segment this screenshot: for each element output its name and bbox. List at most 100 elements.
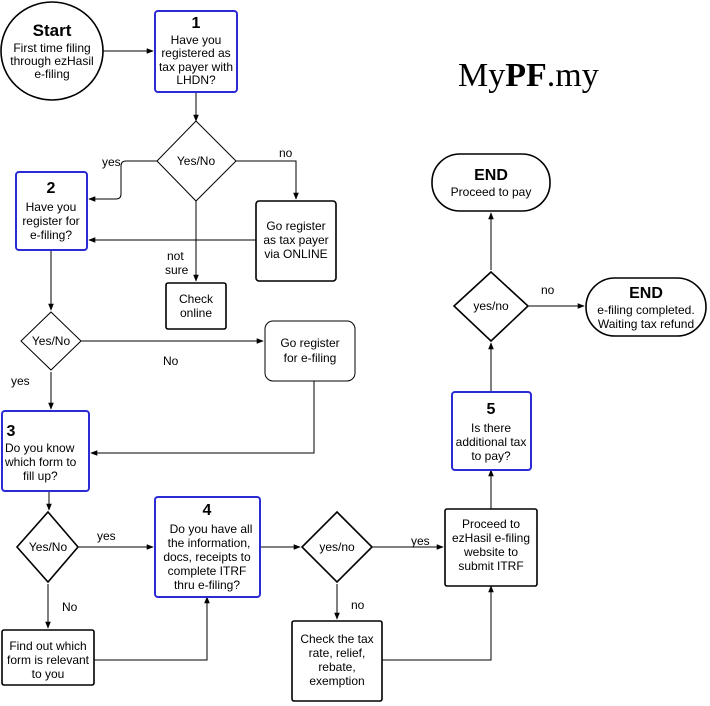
start-circle [0, 1, 104, 101]
label-d4-no: no [351, 598, 365, 612]
step3-line-2: which form to [4, 455, 77, 469]
find-form-line-1: Find out which [9, 639, 86, 653]
register-taxpayer-line-3: via ONLINE [264, 247, 327, 261]
find-form-line-2: form is relevant [7, 653, 90, 667]
decision-5-label: yes/no [473, 299, 509, 313]
check-tax-line-1: Check the tax [300, 632, 373, 646]
step2-box: 2 Have you register for e-filing? [15, 171, 88, 251]
decision-5-diamond [452, 270, 530, 343]
register-efiling-box: Go register for e-filing [264, 320, 356, 382]
step1-line-2: registered as [161, 46, 230, 60]
label-d2-yes: yes [11, 374, 30, 388]
end-done-node: END e-filing completed. Waiting tax refu… [585, 277, 707, 337]
step1-rect [154, 10, 238, 93]
check-online-line-2: online [180, 306, 212, 320]
step5-box: 5 Is there additional tax to pay? [451, 391, 532, 471]
decision-2: Yes/No [20, 311, 82, 371]
register-taxpayer-line-1: Go register [266, 219, 325, 233]
step1-line-3: tax payer with [159, 60, 233, 74]
start-line-3: e-filing [34, 67, 69, 81]
check-online-rect [165, 282, 227, 330]
decision-1: Yes/No [156, 120, 237, 202]
end-pay-node: END Proceed to pay [431, 153, 551, 212]
register-efiling-rect [264, 320, 356, 382]
end-pay-title: END [474, 167, 508, 184]
edge-findform-to-step4 [94, 596, 210, 661]
step1-number: 1 [192, 15, 201, 32]
step4-line-4: complete ITRF [168, 564, 247, 578]
end-done-line-1: e-filing completed. [597, 303, 694, 317]
start-node: Start First time filing through ezHasil … [0, 1, 104, 101]
end-pay-line-1: Proceed to pay [451, 185, 532, 199]
decision-1-label: Yes/No [177, 154, 216, 168]
check-tax-rect [291, 620, 383, 702]
register-taxpayer-rect [255, 200, 337, 282]
step4-line-3: docs, receipts to [163, 550, 251, 564]
step5-number: 5 [487, 401, 496, 418]
label-d3-no: No [62, 600, 78, 614]
proceed-box: Proceed to ezHasil e-filing website to s… [444, 508, 538, 587]
find-form-rect [1, 629, 95, 686]
step2-line-2: register for [22, 214, 79, 228]
decision-4-label: yes/no [319, 540, 355, 554]
decision-2-diamond [20, 311, 82, 371]
label-d2-no: No [163, 354, 179, 368]
start-title: Start [33, 21, 72, 40]
step1-line-4: LHDN? [176, 73, 216, 87]
edge-checktax-to-proceed [382, 585, 494, 661]
step1-line-1: Have you [171, 33, 222, 47]
step2-line-1: Have you [26, 200, 77, 214]
register-taxpayer-line-2: as tax payer [263, 233, 328, 247]
decision-3-label: Yes/No [29, 540, 68, 554]
edge-labels: yes no not sure No yes yes No yes no no [11, 146, 555, 614]
label-d1-yes: yes [102, 155, 121, 169]
decision-5: yes/no [452, 270, 530, 343]
decision-3-diamond [15, 510, 80, 584]
edge-d1-yes-to-step2 [88, 160, 157, 202]
step4-line-5: thru e-filing? [174, 578, 240, 592]
end-done-line-2: Waiting tax refund [598, 317, 694, 331]
step3-box: 3 Do you know which form to fill up? [1, 410, 90, 492]
find-form-line-3: to you [32, 667, 65, 681]
connectors [45, 48, 585, 661]
step4-line-2: the information, [168, 536, 251, 550]
end-done-shape [585, 277, 707, 337]
proceed-line-2: ezHasil e-filing [452, 531, 530, 545]
label-d1-not: not [167, 249, 184, 263]
label-d1-sure: sure [165, 263, 189, 277]
check-online-box: Check online [165, 282, 227, 330]
decision-2-label: Yes/No [32, 334, 71, 348]
label-d5-no: no [541, 283, 555, 297]
step5-line-1: Is there [471, 421, 511, 435]
find-form-box: Find out which form is relevant to you [1, 629, 95, 686]
step2-rect [15, 171, 88, 251]
check-tax-line-3: rebate, [318, 660, 355, 674]
step3-rect [1, 410, 90, 492]
label-d4-yes: yes [411, 534, 430, 548]
end-done-title: END [629, 285, 663, 302]
step3-line-1: Do you know [5, 441, 75, 455]
step4-rect [154, 496, 261, 598]
proceed-rect [444, 508, 538, 587]
proceed-line-4: submit ITRF [458, 559, 523, 573]
step2-number: 2 [47, 180, 56, 197]
edge-d1-no-to-register [236, 160, 299, 200]
start-line-2: through ezHasil [10, 54, 93, 68]
step5-line-3: to pay? [471, 449, 511, 463]
step4-line-1: Do you have all [170, 522, 253, 536]
step4-box: 4 Do you have all the information, docs,… [154, 496, 261, 598]
check-tax-box: Check the tax rate, relief, rebate, exem… [291, 620, 383, 702]
step1-box: 1 Have you registered as tax payer with … [154, 10, 238, 93]
decision-4: yes/no [300, 510, 374, 584]
decision-4-diamond [300, 510, 374, 584]
register-efiling-line-1: Go register [280, 336, 339, 350]
step3-line-3: fill up? [23, 469, 58, 483]
decision-3: Yes/No [15, 510, 80, 584]
step2-line-3: e-filing? [30, 228, 72, 242]
step4-number: 4 [203, 502, 212, 519]
step5-rect [451, 391, 532, 471]
register-taxpayer-box: Go register as tax payer via ONLINE [255, 200, 337, 282]
edge-regefiling-to-step3 [90, 381, 315, 456]
proceed-line-1: Proceed to [462, 517, 520, 531]
